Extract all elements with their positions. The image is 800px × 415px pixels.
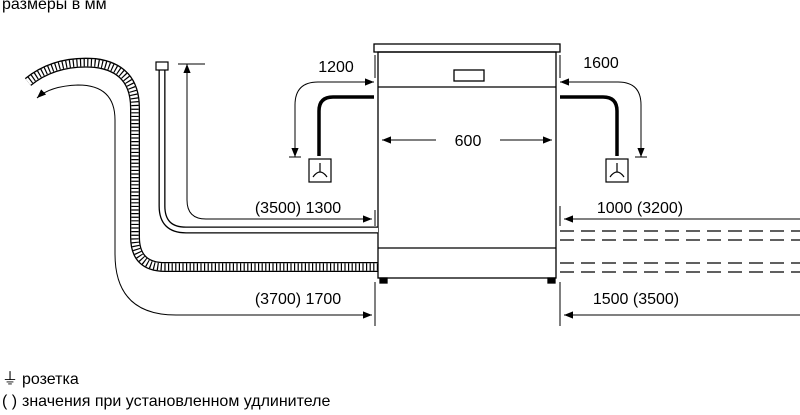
- socket-legend-icon: ⏚: [2, 371, 19, 388]
- foot-right: [547, 277, 556, 284]
- width-label: 600: [455, 133, 482, 150]
- dim-top-left: 1200: [318, 59, 354, 76]
- legend-socket: ⏚розетка: [2, 370, 79, 390]
- socket-icon: [308, 158, 332, 183]
- drain-hose: (3700) 1700: [24, 57, 378, 319]
- dim-bottom-left: (3700) 1700: [255, 291, 341, 308]
- dishwasher: [373, 43, 561, 284]
- dim-top-right: 1600: [583, 55, 619, 72]
- extension-legend-symbol: ( ): [2, 393, 18, 410]
- display-window: [453, 69, 485, 82]
- dishwasher-body: [377, 51, 557, 279]
- foot-left: [379, 277, 388, 284]
- socket-icon: [605, 158, 629, 183]
- dishwasher-top: [373, 43, 561, 53]
- dim-right-bottom: 1500 (3500): [564, 291, 800, 319]
- power-cord-right: 1600: [560, 55, 647, 183]
- legend-extension: ( )значения при установленном удлинителе: [2, 392, 330, 412]
- dim-bottom-right: 1500 (3500): [593, 291, 679, 308]
- inlet-hose: (3500) 1300: [155, 61, 378, 234]
- power-cord-left: 1200: [289, 59, 374, 183]
- dim-mid-right: 1000 (3200): [597, 200, 683, 217]
- dim-mid-left: (3500) 1300: [255, 200, 341, 217]
- extension-legend-label: значения при установленном удлинителе: [22, 393, 331, 410]
- extension-lines: [374, 55, 561, 326]
- right-pipes: [560, 230, 800, 273]
- dim-right-mid: 1000 (3200): [564, 200, 800, 223]
- units-caption: размеры в мм: [2, 0, 107, 13]
- width-dimension: 600: [382, 133, 552, 150]
- socket-legend-label: розетка: [22, 371, 79, 388]
